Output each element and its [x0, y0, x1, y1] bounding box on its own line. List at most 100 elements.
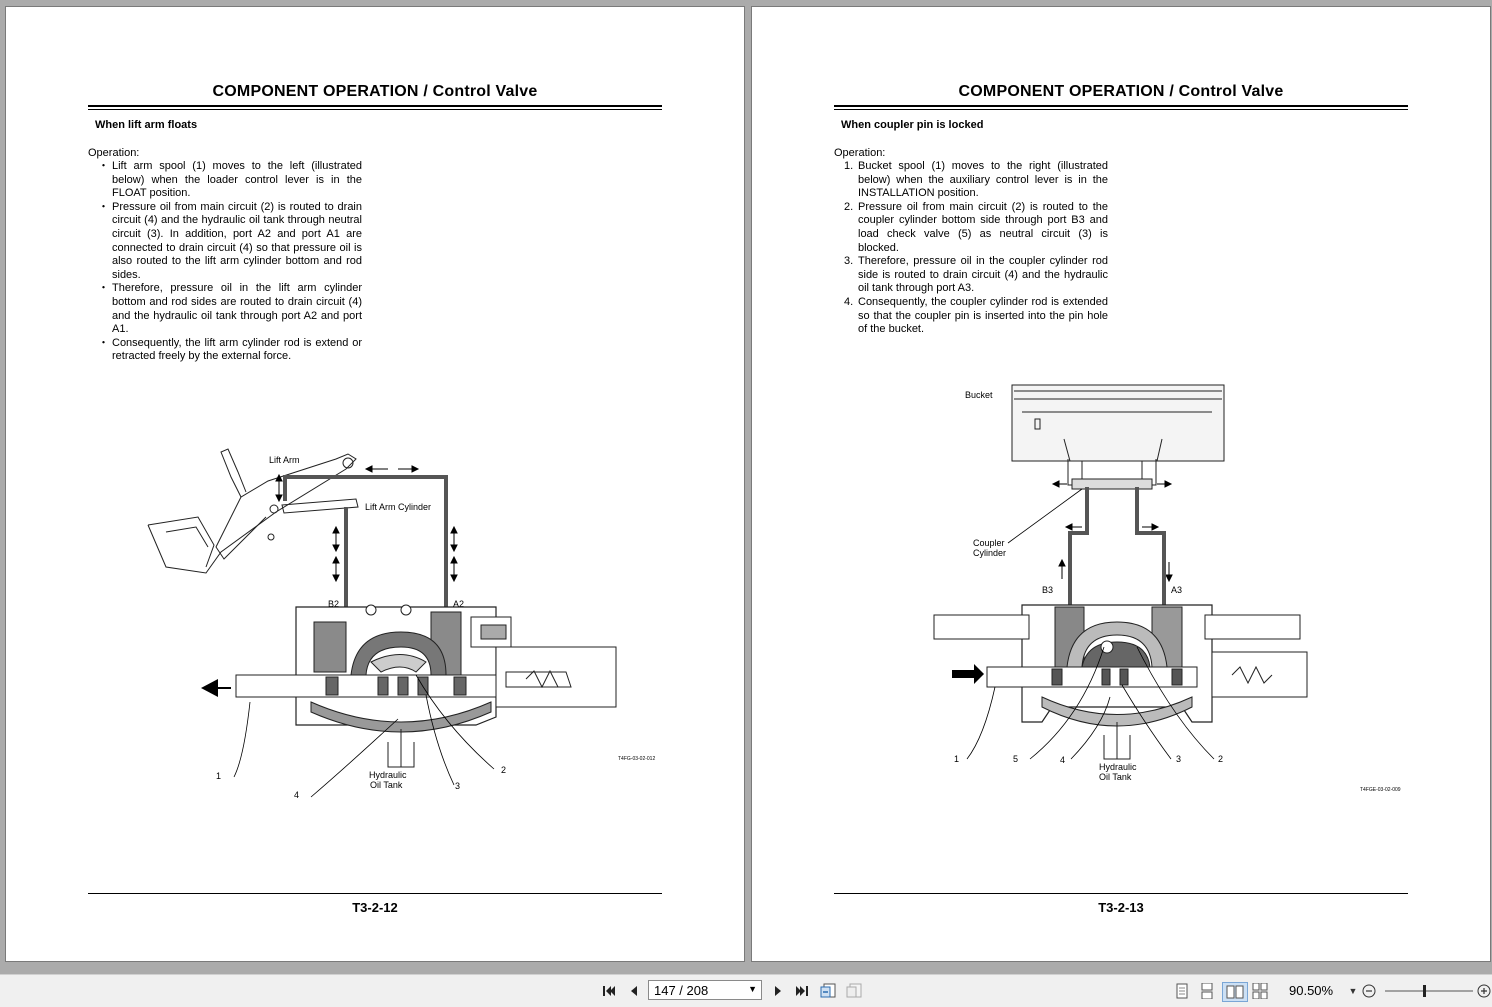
label-lift-arm: Lift Arm — [269, 455, 300, 465]
list-item: 4. Consequently, the coupler cylinder rod… — [844, 296, 1108, 337]
callout-3: 3 — [455, 781, 460, 791]
number-marker: 4. — [844, 295, 854, 308]
label-port-a3: A3 — [1171, 585, 1182, 595]
list-item: ・Therefore, pressure oil in the lift arm… — [98, 282, 362, 336]
document-viewport[interactable]: COMPONENT OPERATION / Control Valve When… — [0, 0, 1492, 974]
list-item-text: Therefore, pressure oil in the coupler c… — [858, 255, 1108, 295]
zoom-in-icon[interactable] — [1477, 983, 1491, 999]
callout-2: 2 — [1218, 754, 1223, 764]
callout-1: 1 — [216, 771, 221, 781]
label-port-b3: B3 — [1042, 585, 1053, 595]
list-item-text: Pressure oil from main circuit (2) is ro… — [112, 200, 362, 281]
spool — [201, 616, 617, 708]
valve-body — [933, 604, 1301, 727]
bullet-marker: ・ — [98, 160, 109, 172]
leader-lines — [966, 488, 1215, 760]
zoom-level[interactable]: 90.50% — [1289, 983, 1334, 998]
last-page-icon[interactable] — [793, 983, 811, 999]
page-number: T3-2-13 — [1098, 900, 1144, 915]
page-header: COMPONENT OPERATION / Control Valve — [212, 83, 538, 100]
next-page-icon[interactable] — [770, 983, 786, 999]
number-marker: 2. — [844, 200, 854, 213]
section-title: When coupler pin is locked — [841, 119, 984, 131]
header-rule-thin — [834, 109, 1408, 110]
list-item-text: Lift arm spool (1) moves to the left (il… — [112, 160, 362, 200]
tank-symbol — [1103, 722, 1131, 760]
number-marker: 1. — [844, 160, 854, 172]
list-item: 3. Therefore, pressure oil in the coupler… — [844, 255, 1108, 296]
viewer-toolbar: 147 / 208 ▼ 90.50% ▼ — [0, 974, 1492, 1007]
zoom-dropdown-icon[interactable]: ▼ — [1348, 986, 1358, 996]
list-item-text: Bucket spool (1) moves to the right (ill… — [858, 160, 1108, 200]
previous-view-icon[interactable] — [818, 983, 838, 999]
prev-page-icon[interactable] — [626, 983, 642, 999]
list-item-text: Consequently, the coupler cylinder rod i… — [858, 295, 1108, 336]
label-tank-line1: Hydraulic — [369, 770, 407, 780]
tank-symbol — [387, 729, 415, 768]
label-bucket: Bucket — [965, 390, 993, 400]
header-rule — [88, 105, 662, 107]
list-item: ・Lift arm spool (1) moves to the left (i… — [98, 160, 362, 201]
chevron-down-icon[interactable]: ▼ — [748, 984, 757, 994]
continuous-facing-icon[interactable] — [1251, 983, 1269, 999]
list-item: 1. Bucket spool (1) moves to the right (i… — [844, 160, 1108, 201]
callout-1: 1 — [954, 754, 959, 764]
hydraulic-lines — [1068, 487, 1166, 607]
valve-body — [295, 604, 497, 733]
label-tank-line1: Hydraulic — [1099, 762, 1137, 772]
number-marker: 3. — [844, 255, 854, 268]
callout-5: 5 — [1013, 754, 1018, 764]
operation-list: ・Lift arm spool (1) moves to the left (i… — [98, 160, 362, 364]
bullet-marker: ・ — [98, 336, 109, 349]
callout-4: 4 — [294, 790, 299, 800]
footer-rule — [88, 893, 662, 894]
label-tank-line2: Oil Tank — [1099, 772, 1132, 782]
figure-code: T4FG-03-02-012 — [618, 756, 655, 762]
label-coupler-line2: Cylinder — [973, 548, 1006, 558]
list-item: 2. Pressure oil from main circuit (2) is … — [844, 201, 1108, 255]
label-coupler-line1: Coupler — [973, 538, 1005, 548]
label-port-a2: A2 — [453, 599, 464, 609]
continuous-page-icon[interactable] — [1199, 983, 1215, 999]
zoom-out-icon[interactable] — [1361, 983, 1377, 999]
page-header: COMPONENT OPERATION / Control Valve — [958, 83, 1284, 100]
facing-pages-icon[interactable] — [1222, 982, 1248, 1002]
list-item-text: Consequently, the lift arm cylinder rod … — [112, 336, 362, 363]
list-item-text: Therefore, pressure oil in the lift arm … — [112, 282, 362, 336]
coupler-valve-diagram: Bucket Coupler Cylinder B3 A3 Hydraulic … — [933, 384, 1401, 793]
label-port-b2: B2 — [328, 599, 339, 609]
list-item: ・Pressure oil from main circuit (2) is r… — [98, 201, 362, 283]
page-number: T3-2-12 — [352, 900, 398, 915]
list-item-text: Pressure oil from main circuit (2) is ro… — [858, 200, 1108, 254]
operation-list: 1. Bucket spool (1) moves to the right (i… — [844, 160, 1108, 337]
bullet-marker: ・ — [98, 282, 109, 295]
header-rule-thin — [88, 109, 662, 110]
label-lift-arm-cylinder: Lift Arm Cylinder — [365, 502, 431, 512]
first-page-icon[interactable] — [600, 983, 618, 999]
spool — [952, 651, 1308, 698]
next-view-icon[interactable] — [844, 983, 864, 999]
lift-arm-drawing — [147, 448, 359, 574]
single-page-icon[interactable] — [1174, 983, 1190, 999]
label-tank-line2: Oil Tank — [370, 780, 403, 790]
operation-label: Operation: — [834, 147, 886, 159]
callout-4: 4 — [1060, 755, 1065, 765]
zoom-slider[interactable] — [1383, 983, 1475, 999]
flow-arrows — [275, 465, 458, 583]
page-number-value: 147 / 208 — [654, 982, 709, 998]
leader-lines — [233, 674, 495, 798]
document-page-left: COMPONENT OPERATION / Control Valve When… — [5, 6, 745, 962]
operation-label: Operation: — [88, 147, 140, 159]
callout-2: 2 — [501, 765, 506, 775]
coupler-arrows — [1051, 480, 1173, 583]
control-valve-diagram: Lift Arm Lift Arm Cylinder B2 A2 Hydraul… — [147, 448, 655, 800]
callout-3: 3 — [1176, 754, 1181, 764]
footer-rule — [834, 893, 1408, 894]
list-item: ・Consequently, the lift arm cylinder rod… — [98, 337, 362, 364]
figure-code: T4FGE-03-02-009 — [1360, 787, 1401, 793]
bucket-drawing — [1011, 384, 1225, 490]
header-rule — [834, 105, 1408, 107]
page-number-input[interactable]: 147 / 208 ▼ — [648, 980, 762, 1000]
section-title: When lift arm floats — [95, 119, 198, 131]
document-page-right: COMPONENT OPERATION / Control Valve When… — [751, 6, 1491, 962]
